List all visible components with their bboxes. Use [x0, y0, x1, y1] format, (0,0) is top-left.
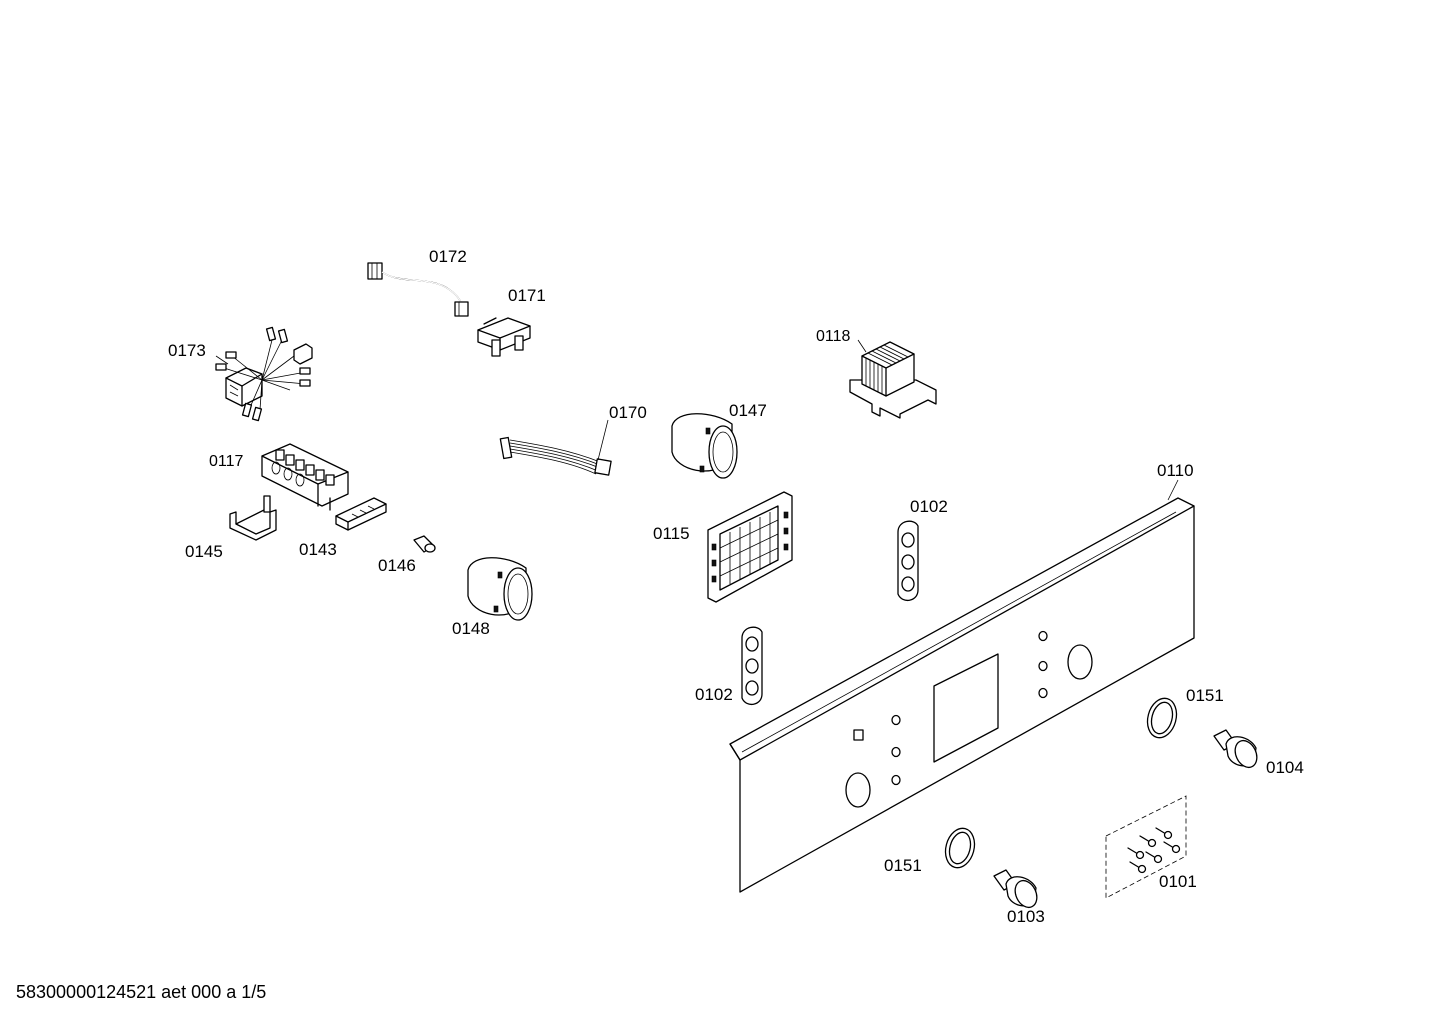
callout-0115: 0115: [653, 524, 690, 543]
callout-0104: 0104: [1266, 758, 1304, 777]
leader-lines: [215, 339, 1179, 501]
part-0102-light-guide-upper: [897, 520, 919, 601]
part-0110-control-panel: [729, 497, 1195, 893]
callout-0101: 0101: [1159, 872, 1197, 891]
part-0117-terminal-block: [261, 443, 349, 511]
callout-0170: 0170: [609, 403, 647, 422]
callout-0173: 0173: [168, 341, 206, 360]
part-0147-knob-housing: [671, 413, 738, 479]
part-0151-ring-lower: [944, 827, 976, 869]
callout-0151-lower: 0151: [884, 856, 922, 875]
callout-0102-lower: 0102: [695, 685, 733, 704]
callout-0146: 0146: [378, 556, 416, 575]
part-0143-clip: [335, 497, 387, 531]
callout-0172: 0172: [429, 247, 467, 266]
part-0102-light-guide-lower: [741, 626, 763, 705]
part-0151-ring-upper: [1146, 697, 1178, 739]
part-0171-connector: [477, 317, 531, 357]
part-0172-cable: [367, 262, 469, 317]
callout-0171: 0171: [508, 286, 546, 305]
callout-0151-upper: 0151: [1186, 686, 1224, 705]
part-0103-knob: [993, 869, 1038, 909]
part-0115-module: [707, 491, 793, 603]
callout-0103: 0103: [1007, 907, 1045, 926]
part-0118-heatsink: [849, 341, 937, 419]
part-0148-knob-housing: [467, 557, 533, 621]
callout-0102-upper: 0102: [910, 497, 948, 516]
part-0101-screws: [1105, 795, 1187, 899]
part-0145-bracket: [229, 495, 277, 541]
callout-0118: 0118: [816, 328, 851, 345]
callout-0147: 0147: [729, 401, 767, 420]
callout-0143: 0143: [299, 540, 337, 559]
part-0173-wiring-loom: [215, 326, 313, 422]
callout-0110: 0110: [1157, 461, 1194, 480]
part-0104-knob: [1213, 729, 1258, 769]
callout-0145: 0145: [185, 542, 223, 561]
part-0146-plug: [413, 535, 436, 553]
part-0170-ribbon-cable: [499, 436, 612, 476]
drawing-reference: 58300000124521 aet 000 a 1/5: [16, 982, 267, 1002]
callout-0148: 0148: [452, 619, 490, 638]
callout-0117: 0117: [209, 453, 244, 470]
